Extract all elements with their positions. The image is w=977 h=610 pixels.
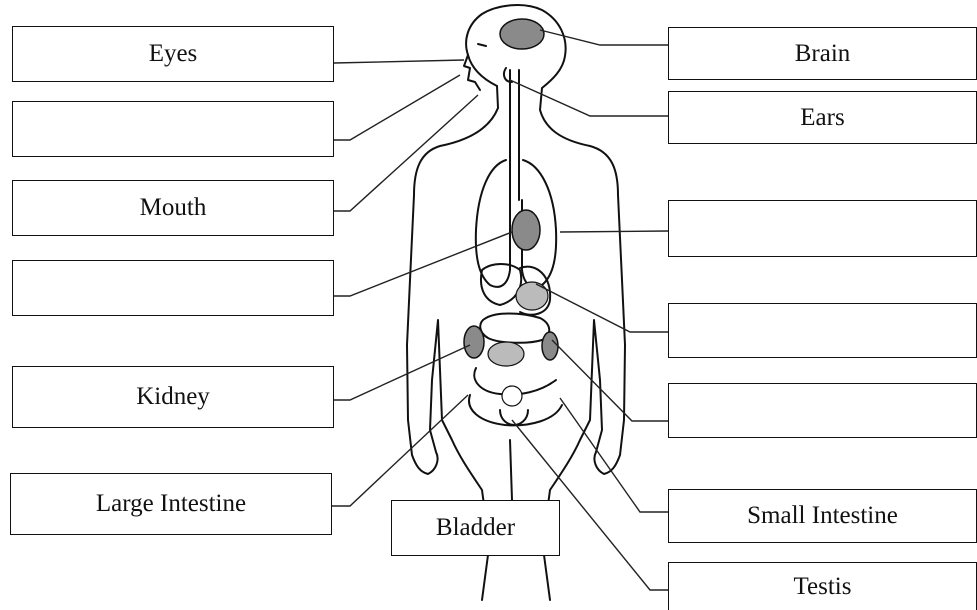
label-box-mouth: Mouth — [12, 180, 334, 236]
leader-brain — [540, 30, 668, 45]
label-box-kidney: Kidney — [12, 366, 334, 428]
label-eyes: Eyes — [149, 40, 198, 68]
leader-blank-3 — [560, 231, 668, 232]
label-ears: Ears — [800, 104, 844, 132]
label-brain: Brain — [795, 40, 851, 68]
brain-shape — [500, 19, 544, 49]
leader-blank-2 — [334, 232, 512, 296]
leader-kidney — [334, 345, 470, 400]
leader-blank-4 — [536, 284, 668, 332]
bladder-shape — [502, 386, 522, 406]
leader-large-intestine — [332, 395, 468, 506]
label-box-blank-3[interactable] — [668, 200, 977, 257]
leader-blank-5 — [552, 340, 668, 421]
leader-eyes — [334, 60, 464, 63]
label-box-blank-5[interactable] — [668, 383, 977, 438]
label-box-testis: Testis — [668, 562, 977, 610]
kidney-shape — [464, 326, 484, 358]
label-box-small-intestine: Small Intestine — [668, 489, 977, 543]
label-box-blank-1[interactable] — [12, 101, 334, 157]
lungs-outline — [476, 160, 510, 287]
label-box-eyes: Eyes — [12, 26, 334, 82]
label-kidney: Kidney — [136, 383, 210, 411]
label-testis: Testis — [794, 573, 852, 601]
heart-shape — [512, 210, 540, 250]
label-large-intestine: Large Intestine — [96, 490, 246, 518]
label-box-blank-4[interactable] — [668, 303, 977, 358]
label-box-blank-2[interactable] — [12, 260, 334, 316]
leader-ears — [510, 80, 668, 116]
label-mouth: Mouth — [140, 194, 207, 222]
leader-small-intestine — [560, 398, 668, 512]
label-bladder: Bladder — [436, 514, 515, 542]
leader-mouth — [334, 95, 478, 211]
leader-blank-1 — [334, 75, 460, 140]
label-box-brain: Brain — [668, 27, 977, 80]
label-box-ears: Ears — [668, 91, 977, 144]
label-box-bladder: Bladder — [391, 500, 560, 556]
label-box-large-intestine: Large Intestine — [10, 473, 332, 535]
label-small-intestine: Small Intestine — [747, 502, 898, 530]
